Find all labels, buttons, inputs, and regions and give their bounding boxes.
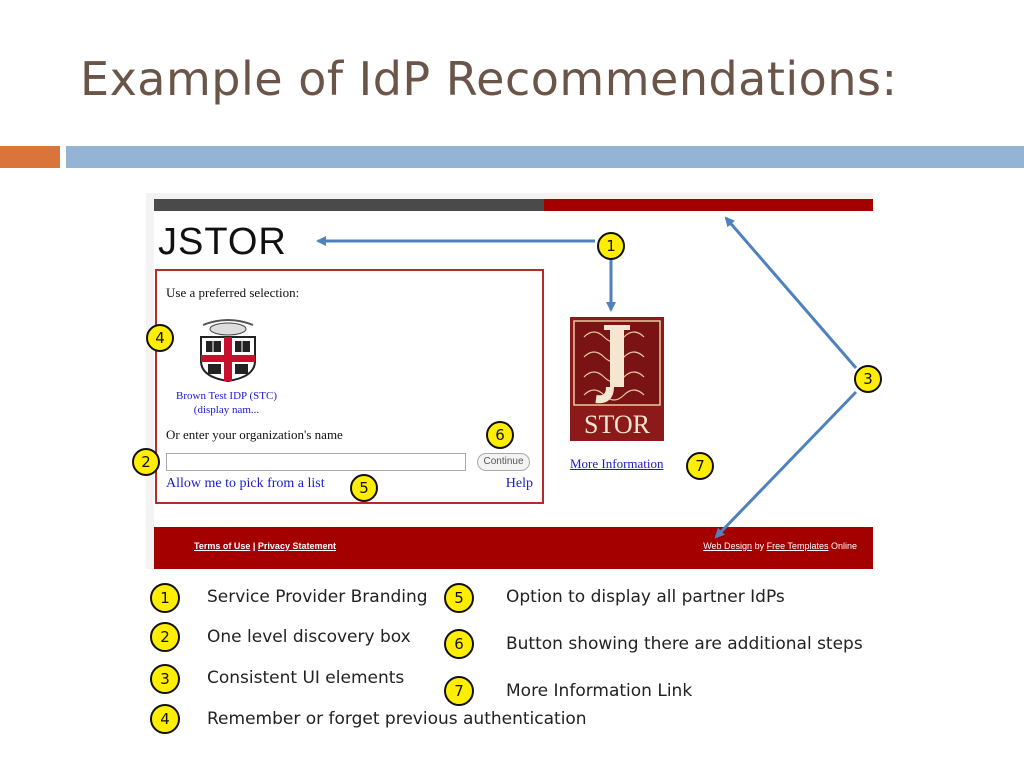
web-design-link[interactable]: Web Design bbox=[703, 541, 753, 551]
accent-bar-orange bbox=[0, 146, 60, 168]
legend-badge-4: 4 bbox=[150, 704, 180, 734]
legend-badge-7: 7 bbox=[444, 676, 474, 706]
legend-text-4: Remember or forget previous authenticati… bbox=[207, 709, 587, 729]
terms-link[interactable]: Terms of Use bbox=[194, 541, 251, 551]
help-link[interactable]: Help bbox=[505, 476, 533, 491]
continue-button[interactable]: Continue bbox=[477, 453, 530, 471]
footer-by: by bbox=[754, 541, 765, 551]
accent-bar-blue bbox=[66, 146, 1024, 168]
jstor-screenshot: JSTOR Use a preferred selection: Brown T… bbox=[146, 193, 873, 569]
callout-4: 4 bbox=[146, 324, 174, 352]
idp-name-line2: (display nam... bbox=[193, 404, 260, 416]
privacy-link[interactable]: Privacy Statement bbox=[257, 541, 336, 551]
callout-1: 1 bbox=[597, 232, 625, 260]
top-bar-gray bbox=[154, 199, 544, 211]
legend-text-6: Button showing there are additional step… bbox=[506, 634, 863, 654]
jstor-page: JSTOR Use a preferred selection: Brown T… bbox=[154, 199, 873, 569]
callout-5: 5 bbox=[350, 474, 378, 502]
jstor-logo-icon: STOR bbox=[570, 317, 664, 441]
legend-badge-5: 5 bbox=[444, 583, 474, 613]
logo-text: STOR bbox=[584, 410, 651, 439]
legend-badge-3: 3 bbox=[150, 664, 180, 694]
pick-from-list-link[interactable]: Allow me to pick from a list bbox=[166, 476, 325, 491]
callout-3: 3 bbox=[854, 365, 882, 393]
more-information-link[interactable]: More Information bbox=[570, 456, 664, 471]
preferred-selection-label: Use a preferred selection: bbox=[166, 285, 300, 300]
legend-text-7: More Information Link bbox=[506, 681, 693, 701]
callout-7: 7 bbox=[686, 452, 714, 480]
footer-left: Terms of Use | Privacy Statement bbox=[194, 541, 336, 551]
callout-2: 2 bbox=[132, 448, 160, 476]
discovery-box: Use a preferred selection: Brown Test ID… bbox=[155, 269, 544, 504]
preferred-idp-link[interactable]: Brown Test IDP (STC) (display nam... bbox=[169, 389, 284, 417]
legend-text-3: Consistent UI elements bbox=[207, 668, 405, 688]
footer-separator: | bbox=[252, 541, 256, 551]
legend-badge-2: 2 bbox=[150, 622, 180, 652]
free-templates-link[interactable]: Free Templates bbox=[766, 541, 829, 551]
enter-organization-label: Or enter your organization's name bbox=[166, 427, 343, 442]
legend-text-2: One level discovery box bbox=[207, 627, 411, 647]
idp-name-line1: Brown Test IDP (STC) bbox=[176, 390, 277, 402]
organization-search-input[interactable] bbox=[166, 453, 466, 471]
legend-text-1: Service Provider Branding bbox=[207, 587, 428, 607]
footer-online: Online bbox=[830, 541, 857, 551]
callout-6: 6 bbox=[486, 421, 514, 449]
legend-badge-6: 6 bbox=[444, 629, 474, 659]
brand-wordmark: JSTOR bbox=[158, 221, 287, 263]
legend-text-5: Option to display all partner IdPs bbox=[506, 587, 785, 607]
brown-shield-icon[interactable] bbox=[195, 317, 261, 383]
page-footer: Terms of Use | Privacy Statement Web Des… bbox=[154, 527, 873, 569]
top-bar-red bbox=[544, 199, 873, 211]
slide-title: Example of IdP Recommendations: bbox=[80, 52, 898, 106]
legend-badge-1: 1 bbox=[150, 583, 180, 613]
footer-right: Web Design by Free Templates Online bbox=[703, 541, 857, 551]
